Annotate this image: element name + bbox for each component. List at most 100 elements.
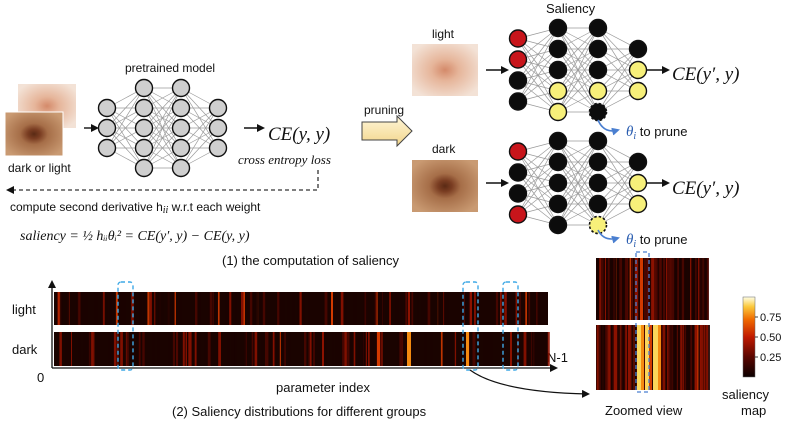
heatmap-dark-row: [54, 332, 550, 366]
heatmap-stripe: [675, 258, 677, 320]
light-image-label: light: [432, 27, 455, 41]
net-node: [588, 18, 608, 38]
net-node: [628, 81, 648, 101]
heatmap-stripe: [662, 325, 666, 390]
heatmap-stripe: [279, 292, 282, 325]
net-node: [508, 50, 528, 69]
heatmap-stripe: [282, 332, 285, 366]
prune-pointer-light: [597, 119, 620, 136]
heatmap-stripe: [405, 292, 408, 325]
caption-distributions: (2) Saliency distributions for different…: [172, 404, 427, 419]
net-node: [97, 138, 117, 158]
heatmap-stripe: [625, 325, 628, 390]
heatmap-stripe: [534, 332, 538, 366]
heatmap-stripe: [59, 332, 62, 366]
heatmap-stripe: [254, 332, 258, 366]
heatmap-hot-stripe: [408, 292, 410, 325]
heatmap-light-row: [54, 292, 548, 325]
dark-skin-image: [4, 111, 64, 157]
heatmap-stripe: [157, 332, 160, 366]
heatmap-stripe: [500, 332, 503, 366]
heatmap-stripe: [701, 258, 703, 320]
heatmap-stripe: [478, 292, 480, 325]
net-node: [628, 39, 648, 59]
heatmap-stripe: [395, 292, 398, 325]
net-node: [97, 118, 117, 138]
net-edge: [597, 48, 639, 92]
heatmap-stripe: [506, 292, 509, 325]
heatmap-stripe: [681, 258, 685, 320]
cross-entropy-label: cross entropy loss: [238, 152, 331, 167]
net-node: [508, 184, 528, 203]
net-edge: [557, 140, 599, 184]
axis-end-label: N-1: [547, 350, 568, 365]
heatmap-stripe: [368, 332, 370, 366]
heatmap-stripe: [313, 332, 315, 366]
heatmap-stripe: [701, 258, 705, 320]
heatmap-stripe: [677, 325, 679, 390]
net-node: [134, 158, 154, 178]
colorbar-tick-label: 0.25: [760, 352, 781, 364]
heatmap-stripe: [309, 332, 312, 366]
heatmap-stripe: [622, 325, 625, 390]
heatmap-stripe: [467, 292, 470, 325]
net-node: [97, 98, 117, 118]
saliency-title: Saliency: [546, 1, 596, 16]
heatmap-stripe: [308, 292, 310, 325]
heatmap-stripe: [667, 325, 669, 390]
heatmap-stripe: [465, 292, 468, 325]
heatmap-stripe: [703, 325, 706, 390]
heatmap-stripe: [304, 332, 307, 366]
net-node: [548, 194, 568, 214]
heatmap-stripe: [253, 292, 257, 325]
heatmap-stripe: [483, 332, 486, 366]
net-edge: [557, 27, 599, 92]
ce-light-label: CE(y′, y): [672, 64, 739, 85]
net-edge: [517, 161, 559, 215]
net-edge: [180, 107, 219, 169]
heatmap-stripe: [616, 325, 619, 390]
heatmap-stripe: [612, 325, 615, 390]
net-node: [548, 60, 568, 80]
heatmap-stripe: [241, 292, 244, 325]
heatmap-stripe: [349, 332, 352, 366]
heatmap-stripe: [265, 332, 266, 366]
heatmap-stripe: [528, 292, 531, 325]
heatmap-stripe: [365, 332, 367, 366]
heatmap-stripe: [698, 258, 701, 320]
highlight-box-3: [502, 281, 519, 371]
heatmap-stripe: [109, 292, 112, 325]
net-node: [548, 215, 568, 235]
heatmap-stripe: [292, 292, 295, 325]
heatmap-stripe: [703, 258, 705, 320]
feedback-dashed-arrow: [6, 170, 319, 194]
heatmap-stripe: [504, 292, 507, 325]
dark-input-image: [412, 160, 478, 212]
heatmap-stripe: [536, 292, 539, 325]
light-saliency-network: [486, 18, 670, 122]
row-label-dark: dark: [12, 342, 38, 357]
heatmap-stripe: [117, 332, 119, 366]
heatmap-stripe: [461, 292, 465, 325]
heatmap-stripe: [249, 292, 253, 325]
heatmap-stripe: [397, 332, 400, 366]
zoomed-dark: [596, 325, 710, 390]
ce-dark-label: CE(y′, y): [672, 178, 739, 199]
heatmap-stripe: [353, 332, 356, 366]
heatmap-stripe: [190, 332, 192, 366]
heatmap-stripe: [666, 258, 669, 320]
heatmap-stripe: [611, 258, 613, 320]
heatmap-stripe: [225, 292, 228, 325]
heatmap-stripe: [178, 332, 180, 366]
net-edge: [106, 87, 145, 149]
net-edge: [557, 27, 599, 71]
heatmap-stripe: [696, 258, 699, 320]
saliency-map-label-1: saliency: [722, 387, 769, 402]
heatmap-stripe: [96, 332, 100, 366]
heatmap-stripe: [631, 325, 634, 390]
heatmap-hot-stripe: [331, 292, 333, 325]
heatmap-stripe: [143, 292, 145, 325]
heatmap-stripe: [667, 258, 671, 320]
pruning-label: pruning: [364, 103, 404, 117]
net-edge: [143, 107, 182, 169]
